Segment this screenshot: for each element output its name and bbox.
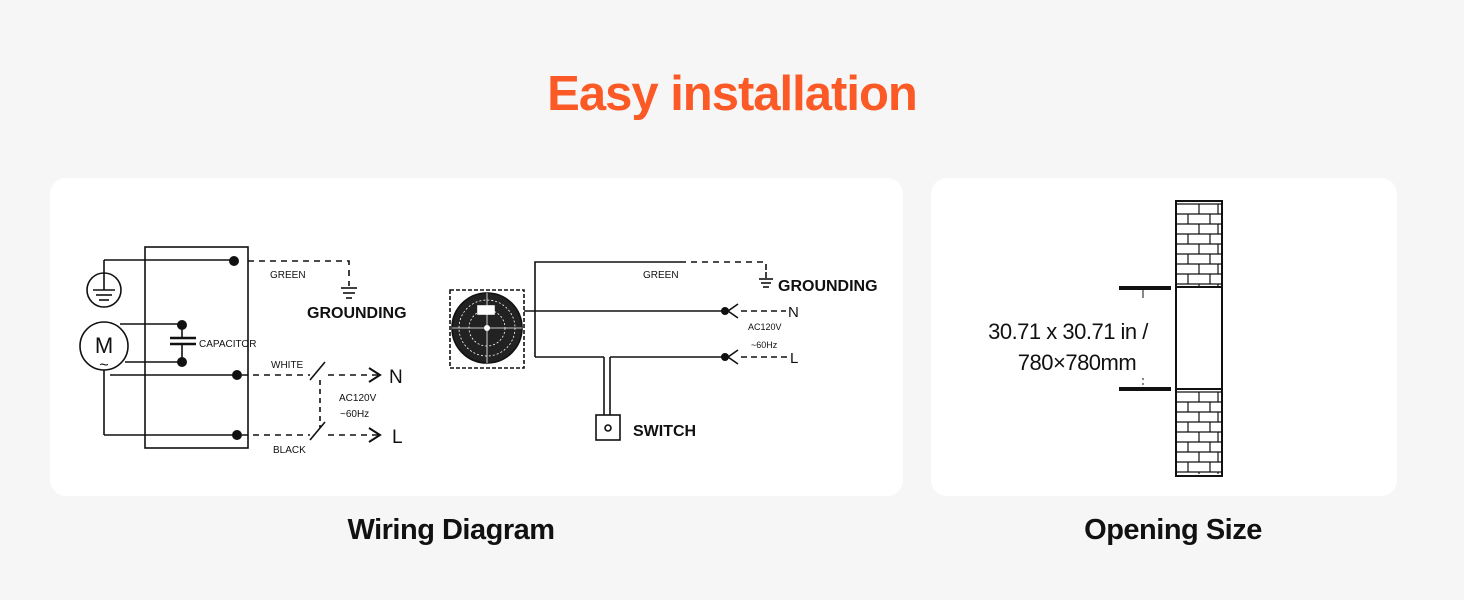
wiring-diagram-caption: Wiring Diagram [347, 514, 555, 546]
grounding-icon [759, 272, 773, 288]
neutral-label: N [389, 367, 403, 388]
grounding-label: GROUNDING [778, 278, 878, 295]
brick-wall-top [1176, 203, 1222, 287]
switch-label: SWITCH [633, 423, 696, 440]
capacitor-label: CAPACITOR [199, 339, 256, 350]
switch-icon [595, 414, 621, 441]
brick-wall-bottom [1176, 391, 1222, 474]
neutral-label: N [788, 304, 799, 321]
page-title: Easy installation [547, 67, 918, 121]
frequency-label: ~60Hz [751, 340, 778, 350]
green-wire-label: GREEN [643, 270, 679, 281]
opening-size-inches: 30.71 x 30.71 in / [988, 319, 1149, 344]
grounding-icon [341, 287, 357, 299]
voltage-label: AC120V [339, 393, 377, 404]
wall-opening-diagram [1119, 200, 1223, 477]
motor-label: M [95, 333, 113, 358]
grounding-label: GROUNDING [307, 305, 407, 322]
opening-size-caption: Opening Size [1084, 514, 1262, 546]
frequency-label: ~60Hz [340, 409, 369, 420]
motor-ac-label: ~ [99, 357, 108, 374]
capacitor-icon [170, 336, 196, 346]
green-wire-label: GREEN [270, 270, 306, 281]
junction-box [144, 246, 249, 449]
fan-wiring-diagram [449, 261, 788, 441]
opening-size-card [931, 178, 1397, 496]
line-label: L [392, 427, 403, 448]
voltage-label: AC120V [748, 322, 782, 332]
line-label: L [790, 350, 798, 367]
motor-wiring-diagram [79, 246, 382, 449]
terminal-dot [229, 256, 239, 266]
fan-icon [449, 289, 525, 369]
black-wire-label: BLACK [273, 445, 306, 456]
white-wire-label: WHITE [271, 360, 304, 371]
opening-size-mm: 780×780mm [1018, 350, 1136, 375]
ground-symbol-icon [86, 260, 122, 308]
